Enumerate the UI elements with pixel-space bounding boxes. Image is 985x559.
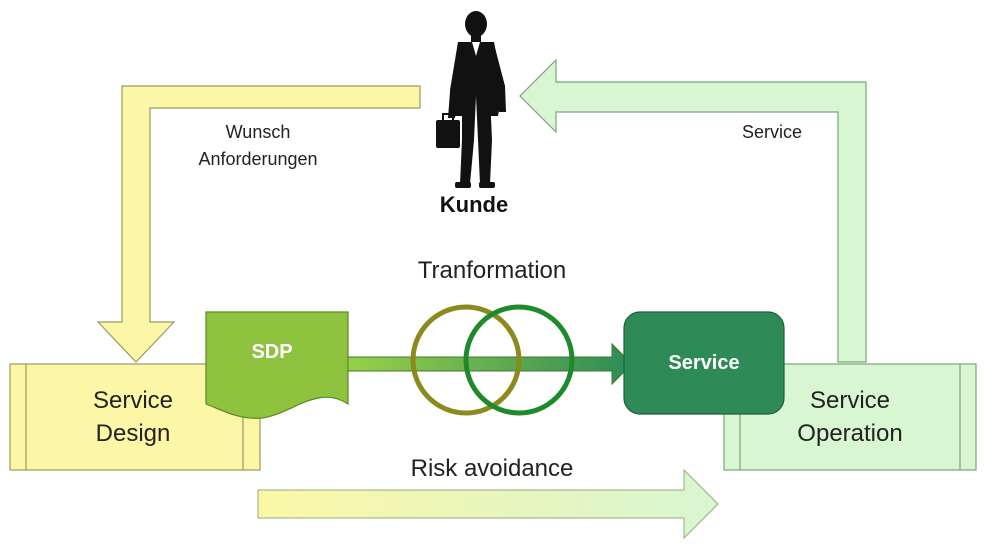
risk-avoidance-arrow <box>257 468 719 540</box>
risk-avoidance-label: Risk avoidance <box>411 455 574 482</box>
service-return-label: Service <box>742 122 802 142</box>
transformation-label: Tranformation <box>418 257 567 284</box>
sdp-to-service-arrow <box>339 342 633 386</box>
businessman-with-briefcase-icon <box>436 11 506 188</box>
sdp-label: SDP <box>251 341 292 363</box>
transformation-ring-olive <box>410 304 522 416</box>
wunsch-label: Wunsch <box>226 122 291 142</box>
request-arrow <box>96 85 421 363</box>
service-design-label-line2: Design <box>96 420 171 447</box>
anforderungen-label: Anforderungen <box>198 149 317 169</box>
service-operation-box: Service Operation <box>723 363 977 471</box>
service-box-label: Service <box>668 352 739 374</box>
service-operation-label-line1: Service <box>810 387 890 414</box>
service-return-arrow <box>519 58 867 363</box>
service-box: Service <box>623 311 785 415</box>
sdp-document: SDP <box>205 311 349 419</box>
transformation-ring-green <box>463 304 575 416</box>
service-design-label-line1: Service <box>93 387 173 414</box>
service-operation-label-line2: Operation <box>797 420 902 447</box>
kunde-label: Kunde <box>440 192 508 217</box>
shirt-tie-detail <box>472 42 480 56</box>
